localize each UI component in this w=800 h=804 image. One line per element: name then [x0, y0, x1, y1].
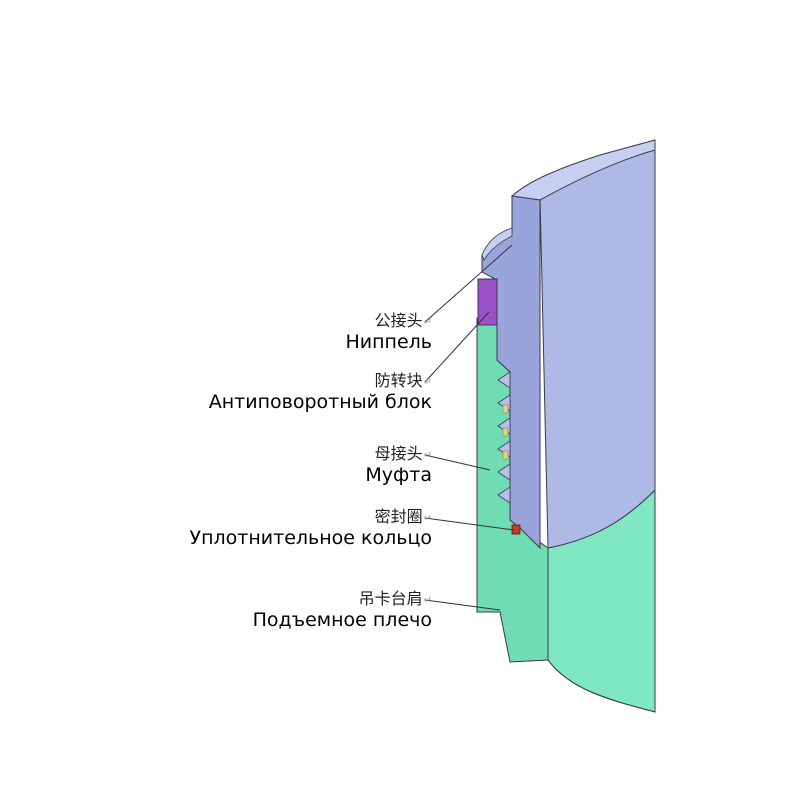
label-seal-ring-ru: Уплотнительное кольцо	[189, 527, 432, 549]
return-mark: ↵	[423, 513, 432, 524]
label-seal-ring: 密封圈↵ Уплотнительное кольцо	[190, 503, 432, 549]
return-mark: ↵	[423, 317, 432, 328]
thread-marks	[502, 404, 509, 460]
return-mark: ↵	[423, 595, 432, 606]
return-mark: ↵	[423, 450, 432, 461]
nipple-top-rim	[510, 139, 656, 201]
label-coupling: 母接头↵ Муфта	[365, 440, 432, 486]
label-coupling-ru: Муфта	[365, 464, 432, 486]
label-lifting-shoulder-zh: 吊卡台肩	[358, 589, 423, 608]
label-nipple-zh: 公接头	[374, 311, 423, 330]
nipple-step	[481, 227, 513, 261]
label-nipple: 公接头↵ Ниппель	[345, 307, 432, 353]
return-mark: ↵	[423, 377, 432, 388]
label-lifting-shoulder-ru: Подъемное плечо	[252, 609, 432, 631]
nipple-outer-face	[539, 139, 656, 549]
label-lifting-shoulder: 吊卡台肩↵ Подъемное плечо	[253, 585, 432, 631]
coupling-bottom-edge	[547, 659, 656, 713]
leader-lines	[424, 244, 515, 611]
label-anti-rotation-block-zh: 防转块	[374, 371, 423, 390]
label-anti-rotation-block: 防转块↵ Антиповоротный блок	[209, 367, 432, 413]
label-coupling-zh: 母接头	[374, 444, 423, 463]
label-seal-ring-zh: 密封圈	[374, 507, 423, 526]
label-anti-rotation-block-ru: Антиповоротный блок	[208, 391, 432, 413]
label-nipple-ru: Ниппель	[345, 331, 432, 353]
anti-rotation-block	[477, 278, 498, 326]
